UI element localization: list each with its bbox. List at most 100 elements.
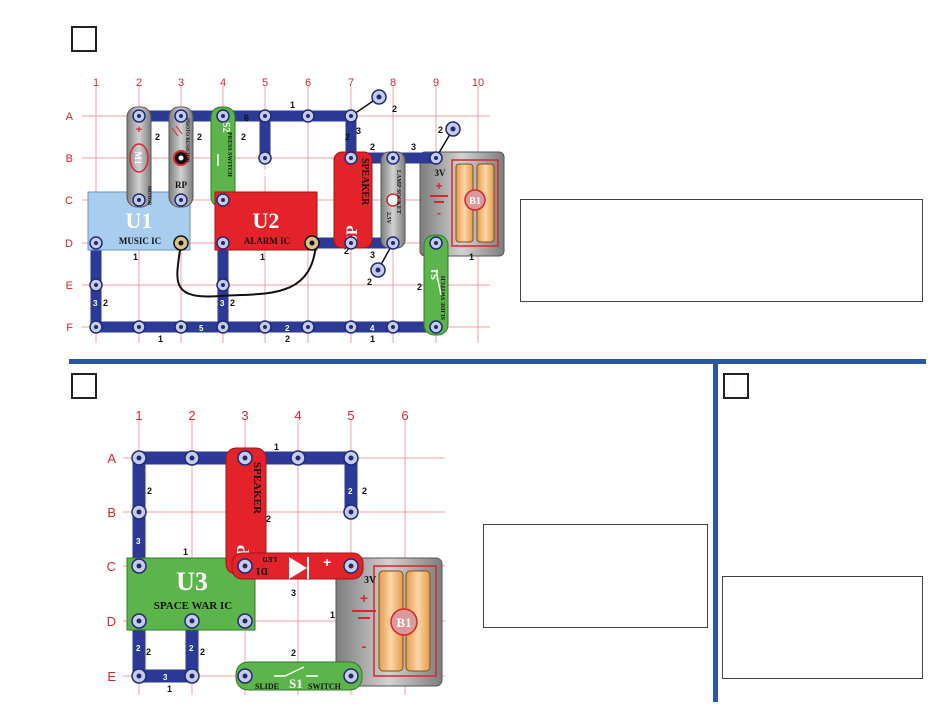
svg-text:+: + [323, 554, 331, 570]
top-battery-b1: B1 3V + - [419, 151, 505, 257]
svg-text:1: 1 [167, 684, 172, 694]
svg-text:2: 2 [241, 132, 246, 142]
svg-text:2: 2 [348, 487, 353, 496]
top-col-label: 1 [93, 77, 99, 89]
svg-text:+: + [435, 179, 442, 193]
note-box-bottom-right [722, 576, 923, 679]
top-b1-rating: 3V [435, 168, 447, 178]
u3-name: SPACE WAR IC [154, 600, 232, 612]
svg-text:4: 4 [370, 324, 375, 333]
vertical-divider [713, 362, 718, 702]
svg-text:1: 1 [133, 252, 138, 262]
bottom-row-labels: A B C D E [107, 451, 117, 684]
svg-text:1: 1 [183, 547, 188, 557]
svg-text:1: 1 [330, 610, 335, 620]
u2-name: ALARM IC [244, 236, 290, 246]
bottom-col-label: 6 [401, 408, 408, 423]
top-wire-numbers: 1 6 3 3 2 2 2 3 2 2 2 2 2 1 1 3 2 3 2 1 … [93, 100, 474, 344]
top-b1-code: B1 [469, 196, 481, 207]
bottom-col-label: 4 [294, 408, 301, 423]
horizontal-divider [69, 359, 926, 364]
bottom-col-label: 3 [241, 408, 248, 423]
svg-text:3: 3 [291, 588, 296, 598]
svg-text:-: - [362, 638, 367, 654]
top-col-label: 3 [178, 77, 184, 89]
svg-text:2: 2 [367, 277, 372, 287]
svg-text:2: 2 [266, 514, 271, 524]
top-row-label: E [66, 280, 73, 292]
rp-code: RP [175, 180, 187, 190]
note-box-bottom-left [483, 524, 708, 628]
svg-text:3: 3 [220, 299, 225, 308]
top-s1-code: S1 [429, 268, 441, 280]
svg-text:2: 2 [230, 298, 235, 308]
svg-text:2: 2 [344, 246, 349, 256]
svg-text:1: 1 [469, 252, 474, 262]
d1-name: LED [263, 555, 277, 563]
step-number-box-bottom-left [71, 373, 97, 399]
bottom-speaker-sp: SP SPEAKER [225, 447, 267, 575]
bottom-row-label: C [107, 559, 116, 574]
svg-text:6: 6 [244, 113, 249, 123]
bottom-b1-rating: 3V [364, 575, 377, 586]
top-col-label: 4 [220, 77, 226, 89]
top-sp-name: SPEAKER [359, 158, 370, 206]
top-row-label: B [66, 153, 73, 165]
svg-text:2: 2 [147, 486, 152, 496]
m1-name: MOTOR [146, 186, 151, 206]
svg-text:2: 2 [200, 647, 205, 657]
top-col-label: 5 [262, 77, 268, 89]
u3-code: U3 [176, 567, 208, 596]
jumper-cable [176, 242, 317, 298]
svg-text:3: 3 [356, 126, 361, 136]
top-col-label: 8 [390, 77, 396, 89]
svg-text:1: 1 [290, 100, 295, 110]
top-col-label: 9 [433, 77, 439, 89]
svg-text:2: 2 [417, 282, 422, 292]
bottom-s1-name: SLIDE [255, 682, 279, 691]
top-snaps [89, 89, 461, 334]
m1-code: M1 [133, 152, 143, 165]
bottom-row-label: B [107, 505, 116, 520]
svg-text:2: 2 [136, 644, 141, 653]
svg-text:1: 1 [158, 334, 163, 344]
svg-text:3: 3 [93, 299, 98, 308]
svg-text:1: 1 [260, 252, 265, 262]
top-photo-resistor-rp: RP PHOTO RESISTOR [168, 106, 194, 208]
u1-name: MUSIC IC [119, 236, 161, 246]
svg-text:2: 2 [285, 334, 290, 344]
svg-text:3: 3 [136, 537, 141, 546]
d1-code: D1 [256, 565, 268, 576]
svg-text:2: 2 [103, 298, 108, 308]
svg-text:2: 2 [155, 132, 160, 142]
top-motor-m1: + M1 MOTOR [126, 106, 152, 208]
bottom-snaps [131, 450, 359, 684]
svg-text:2: 2 [345, 132, 350, 142]
top-lamp-socket: LAMP SOCKET 2.5V [380, 151, 406, 249]
lamp-name: LAMP SOCKET [395, 170, 401, 214]
note-box-top [520, 199, 923, 302]
top-s1-name: SLIDE SWITCH [441, 275, 447, 320]
top-u2-alarm-ic: U2 ALARM IC [214, 191, 318, 251]
bottom-column-labels: 1 2 3 4 5 6 [135, 408, 408, 423]
bottom-s1-name2: SWITCH [308, 682, 342, 691]
svg-text:2: 2 [362, 486, 367, 496]
svg-text:3: 3 [262, 169, 267, 178]
top-slide-switch-s1: S1 SLIDE SWITCH [423, 234, 449, 336]
lamp-rating: 2.5V [385, 212, 391, 225]
svg-text:1: 1 [370, 334, 375, 344]
top-row-label: F [66, 322, 73, 334]
bottom-col-label: 1 [135, 408, 142, 423]
top-speaker-sp: SP SPEAKER [333, 151, 373, 249]
top-col-label: 6 [305, 77, 311, 89]
svg-text:5: 5 [199, 324, 204, 333]
svg-text:+: + [136, 124, 142, 136]
u2-code: U2 [253, 208, 280, 233]
bottom-row-label: E [107, 669, 116, 684]
top-col-label: 2 [136, 77, 142, 89]
svg-text:2: 2 [189, 644, 194, 653]
s2-name: PRESS SWITCH [226, 132, 232, 177]
bottom-col-label: 5 [347, 408, 354, 423]
svg-text:-: - [437, 206, 441, 220]
